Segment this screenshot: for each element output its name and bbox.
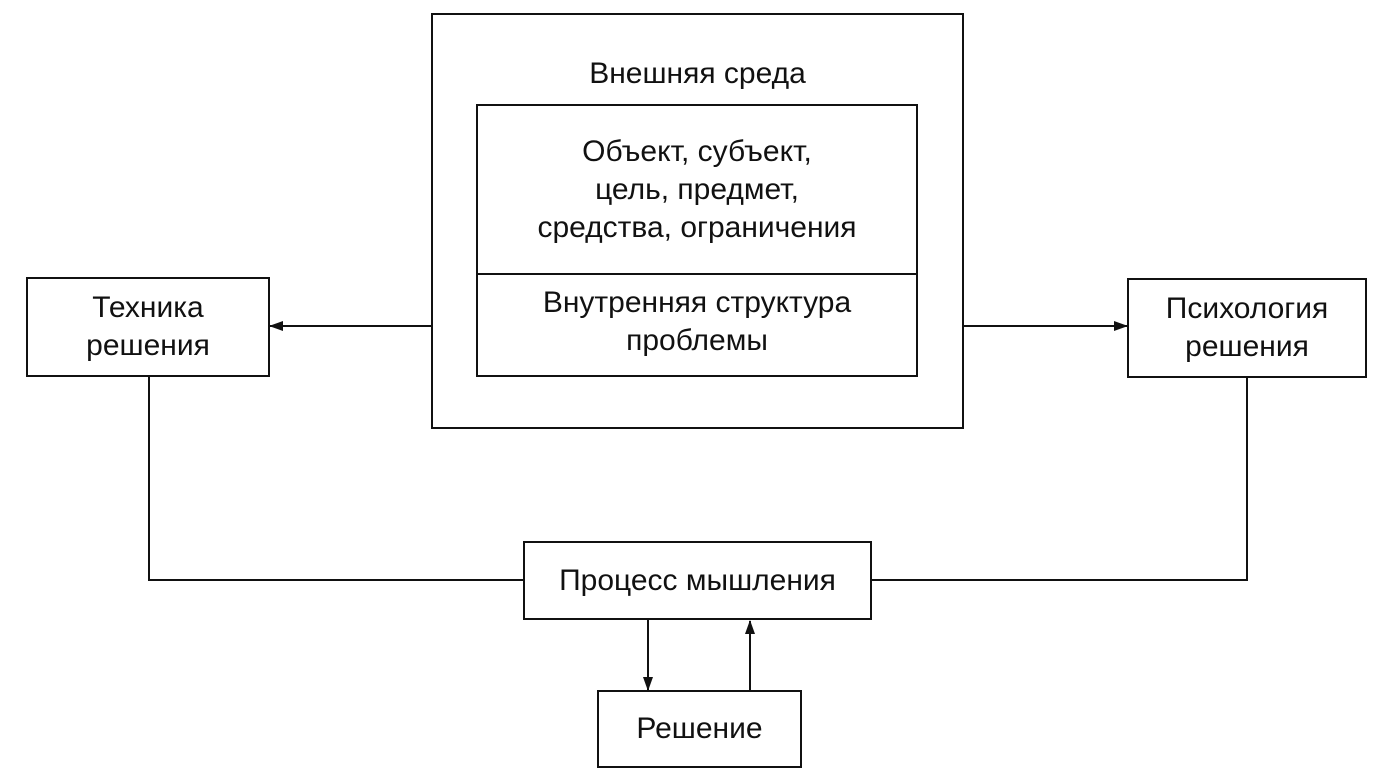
thinking-process-text: Процесс мышления [559, 563, 836, 597]
internal-structure-line-2: проблемы [626, 324, 768, 357]
problem-elements-line-1: Объект, субъект, [582, 135, 812, 168]
internal-structure-line-1: Внутренняя структура [542, 286, 852, 319]
solution-label: Решение [597, 690, 802, 768]
outer-environment-title-text: Внешняя среда [589, 57, 806, 90]
solution-box [597, 690, 802, 768]
thinking-process-box [523, 541, 872, 620]
thinking-process-label: Процесс мышления [523, 541, 872, 620]
technique-label: Техника решения [26, 277, 270, 377]
inner-problem-box [476, 104, 918, 377]
psychology-line-2: решения [1185, 330, 1309, 363]
technique-line-1: Техника [92, 291, 204, 324]
psychology-box [1127, 278, 1367, 378]
problem-elements-label: Объект, субъект, цель, предмет, средства… [476, 124, 918, 256]
inner-box-divider [476, 273, 918, 275]
psychology-line-1: Психология [1165, 292, 1329, 325]
psychology-label: Психология решения [1127, 278, 1367, 378]
problem-elements-line-2: цель, предмет, [595, 173, 799, 206]
technique-box [26, 277, 270, 377]
solution-text: Решение [636, 712, 763, 745]
outer-environment-title: Внешняя среда [431, 52, 964, 96]
internal-structure-label: Внутренняя структура проблемы [476, 282, 918, 362]
technique-line-2: решения [86, 329, 210, 362]
problem-elements-line-3: средства, ограничения [537, 211, 857, 244]
